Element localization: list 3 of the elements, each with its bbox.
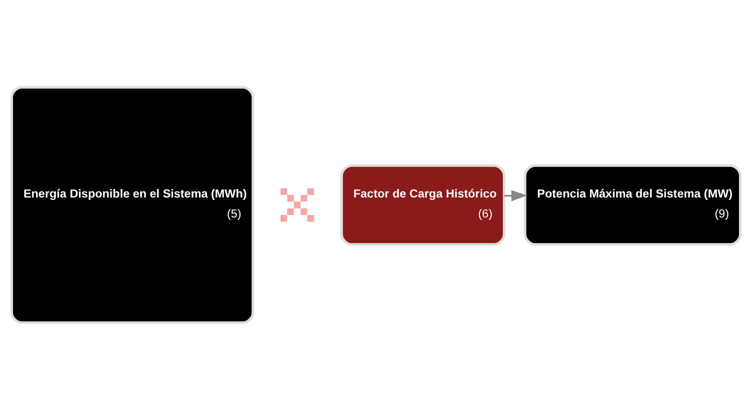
node-box: Potencia Máxima del Sistema (MW) (9) <box>524 164 742 246</box>
node-box: Factor de Carga Histórico (6) <box>340 164 506 246</box>
node-box: Energía Disponible en el Sistema (MWh) (5) <box>10 86 254 324</box>
